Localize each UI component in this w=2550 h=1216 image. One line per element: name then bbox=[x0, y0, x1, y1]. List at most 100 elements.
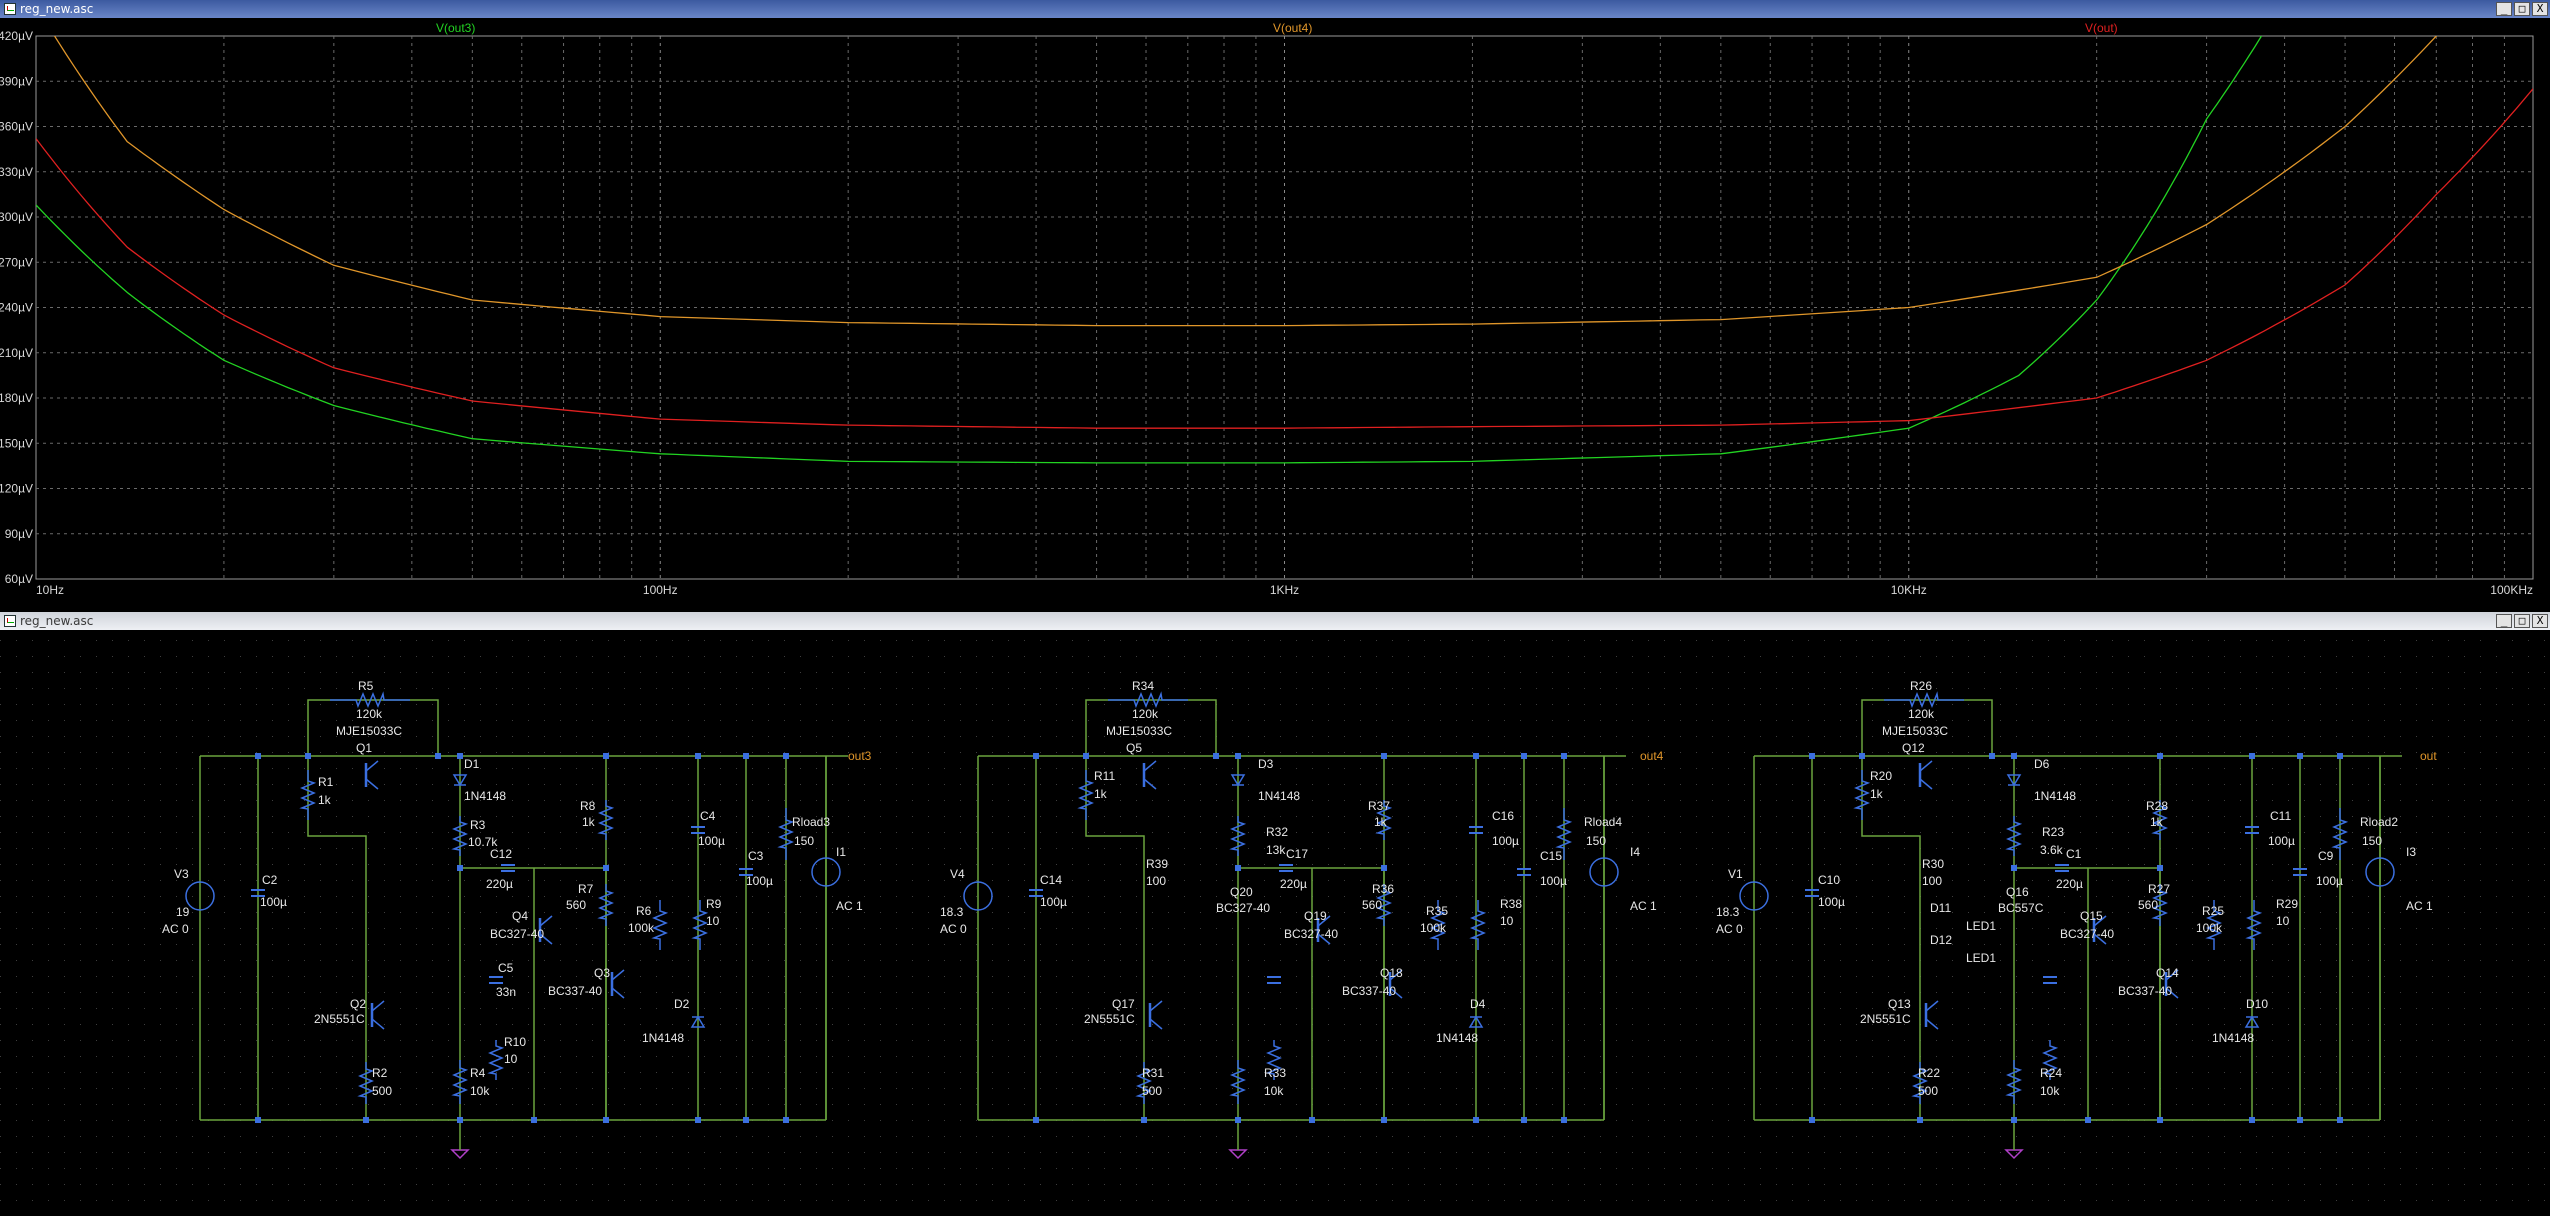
resistor-symbol bbox=[1135, 1062, 1153, 1104]
resistor-symbol bbox=[651, 900, 669, 950]
component-label: 100µ bbox=[1540, 874, 1567, 888]
resistor-symbol bbox=[2151, 884, 2169, 926]
junction-dot bbox=[1917, 1117, 1923, 1123]
component-label: BC327-40 bbox=[1284, 927, 1338, 941]
transistor-symbol bbox=[1317, 933, 1331, 945]
component-label: 10.7k bbox=[468, 835, 498, 849]
component-label: 100 bbox=[1922, 874, 1942, 888]
minimize-button[interactable]: _ bbox=[2496, 2, 2512, 16]
junction-dot bbox=[695, 753, 701, 759]
component-label: 100µ bbox=[2268, 834, 2295, 848]
component-label: BC327-40 bbox=[490, 927, 544, 941]
resistor-symbol bbox=[451, 1060, 469, 1104]
junction-dot bbox=[1381, 1117, 1387, 1123]
current-source-symbol bbox=[2365, 857, 2395, 887]
junction-dot bbox=[1235, 753, 1241, 759]
resistor-symbol bbox=[2151, 800, 2169, 840]
schematic-window-titlebar[interactable]: reg_new.asc _ □ X bbox=[0, 612, 2550, 630]
component-label: AC 1 bbox=[2406, 899, 2433, 913]
component-label: D10 bbox=[2246, 997, 2268, 1011]
junction-dot bbox=[743, 1117, 749, 1123]
waveform-plot[interactable]: 60µV90µV120µV150µV180µV210µV240µV270µV30… bbox=[0, 18, 2550, 612]
component-label: R34 bbox=[1132, 679, 1154, 693]
wire bbox=[307, 699, 439, 756]
component-label: 19 bbox=[176, 905, 190, 919]
component-label: 150 bbox=[2362, 834, 2382, 848]
component-label: Q16 bbox=[2006, 885, 2029, 899]
junction-dot bbox=[435, 753, 441, 759]
component-label: 560 bbox=[566, 898, 586, 912]
component-label: 3.6k bbox=[2040, 843, 2064, 857]
y-tick-label: 300µV bbox=[0, 210, 33, 224]
transistor-symbol bbox=[1149, 1000, 1163, 1012]
restore-button[interactable]: □ bbox=[2514, 2, 2530, 16]
component-label: R27 bbox=[2148, 882, 2170, 896]
junction-dot bbox=[1859, 753, 1865, 759]
transistor-symbol bbox=[365, 760, 379, 772]
schematic-canvas[interactable]: out3R5120kMJE15033CQ1R11kD11N4148R310.7k… bbox=[0, 630, 2550, 1216]
component-label: R3 bbox=[470, 818, 486, 832]
resistor-symbol bbox=[597, 884, 615, 926]
component-label: D4 bbox=[1470, 997, 1486, 1011]
junction-dot bbox=[603, 865, 609, 871]
schematic-grid bbox=[0, 630, 2550, 1216]
minimize-button[interactable]: _ bbox=[2496, 614, 2512, 628]
component-label: AC 1 bbox=[1630, 899, 1657, 913]
diode-symbol bbox=[2006, 774, 2022, 787]
junction-dot bbox=[2157, 753, 2163, 759]
series-line-vout4 bbox=[53, 36, 2438, 327]
component-label: 1k bbox=[1094, 787, 1108, 801]
component-label: R11 bbox=[1094, 769, 1115, 783]
component-label: 18.3 bbox=[940, 905, 964, 919]
restore-button[interactable]: □ bbox=[2514, 614, 2530, 628]
component-label: 2N5551C bbox=[314, 1012, 365, 1026]
component-label: Q5 bbox=[1126, 741, 1142, 755]
component-label: AC 1 bbox=[836, 899, 863, 913]
resistor-symbol bbox=[299, 770, 317, 820]
close-button[interactable]: X bbox=[2532, 614, 2548, 628]
transistor-symbol bbox=[2165, 969, 2179, 981]
component-label: D2 bbox=[674, 997, 690, 1011]
plot-window-titlebar[interactable]: reg_new.asc _ □ X bbox=[0, 0, 2550, 18]
component-label: V1 bbox=[1728, 867, 1743, 881]
resistor-symbol bbox=[1375, 800, 1393, 840]
component-label: Q2 bbox=[350, 997, 366, 1011]
component-label: R35 bbox=[1426, 904, 1448, 918]
junction-dot bbox=[1033, 1117, 1039, 1123]
resistor-symbol bbox=[1555, 808, 1573, 860]
component-label: R2 bbox=[372, 1066, 388, 1080]
component-label: Q14 bbox=[2156, 966, 2179, 980]
transistor-symbol bbox=[371, 1018, 385, 1030]
resistor-symbol bbox=[487, 1040, 505, 1080]
component-label: 100 bbox=[1146, 874, 1166, 888]
transistor-symbol bbox=[1143, 760, 1157, 772]
junction-dot bbox=[531, 1117, 537, 1123]
component-label: D12 bbox=[1930, 933, 1952, 947]
junction-dot bbox=[1561, 1117, 1567, 1123]
component-label: 220µ bbox=[486, 877, 513, 891]
component-label: C5 bbox=[498, 961, 514, 975]
x-tick-label: 10KHz bbox=[1891, 583, 1927, 597]
component-label: 100k bbox=[2196, 921, 2223, 935]
junction-dot bbox=[2157, 865, 2163, 871]
junction-dot bbox=[1809, 753, 1815, 759]
component-label: R30 bbox=[1922, 857, 1944, 871]
component-label: Rload3 bbox=[792, 815, 830, 829]
component-label: R8 bbox=[580, 799, 596, 813]
component-label: R32 bbox=[1266, 825, 1288, 839]
resistor-symbol bbox=[357, 1062, 375, 1104]
junction-dot bbox=[457, 865, 463, 871]
component-label: I1 bbox=[836, 845, 846, 859]
component-label: 1N4148 bbox=[642, 1031, 684, 1045]
junction-dot bbox=[2249, 753, 2255, 759]
schematic-window-title: reg_new.asc bbox=[20, 614, 94, 628]
component-label: 220µ bbox=[1280, 877, 1307, 891]
current-source-symbol bbox=[811, 857, 841, 887]
component-label: R22 bbox=[1918, 1066, 1940, 1080]
diode-symbol bbox=[452, 774, 468, 787]
junction-dot bbox=[255, 1117, 261, 1123]
component-label: BC557C bbox=[1998, 901, 2044, 915]
close-button[interactable]: X bbox=[2532, 2, 2548, 16]
component-label: I4 bbox=[1630, 845, 1640, 859]
transistor-symbol bbox=[1925, 1000, 1939, 1012]
